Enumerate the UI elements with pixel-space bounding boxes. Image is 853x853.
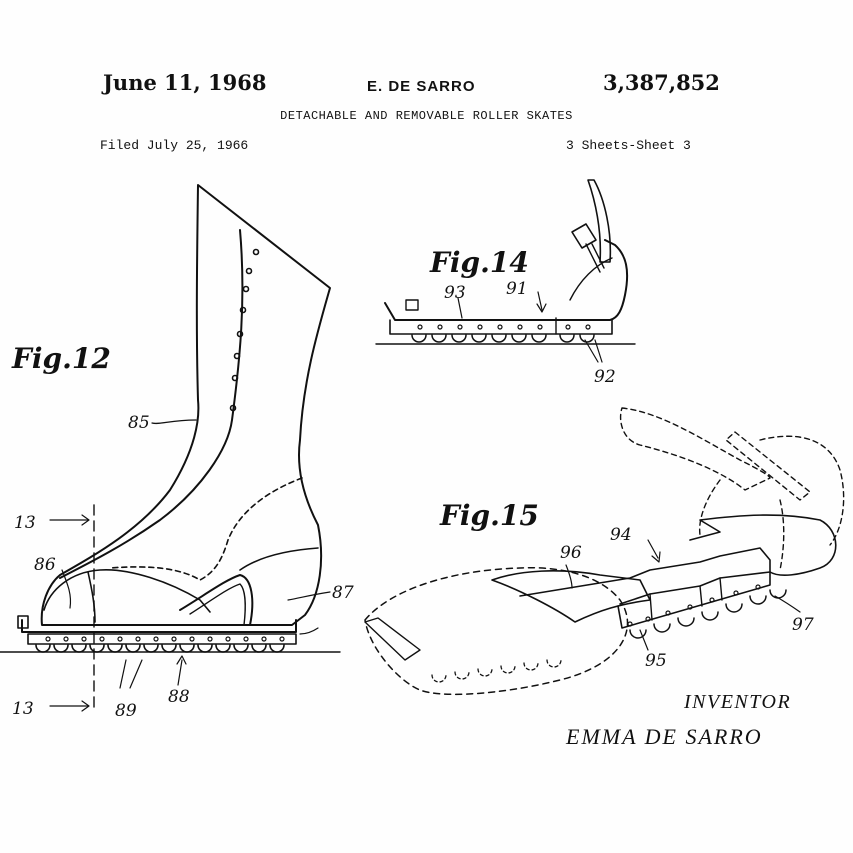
ref-96: 96 [560,543,582,563]
lace-eyelets [229,248,260,412]
patent-date: June 11, 1968 [103,70,267,95]
ref-13-top: 13 [14,513,36,533]
plate-rivets [45,636,285,642]
patent-number: 3,387,852 [603,70,720,95]
ref-85: 85 [128,413,150,433]
ref-86: 86 [34,555,56,575]
fig14-label: Fig.14 [429,246,529,279]
ref-88: 88 [168,687,190,707]
patent-title: DETACHABLE AND REMOVABLE ROLLER SKATES [280,109,573,123]
fig12-boot-drawing [0,184,341,713]
ref-97: 97 [792,615,814,635]
ref-13-bottom: 13 [12,699,34,719]
ref-94: 94 [610,525,632,545]
skate-wheels [35,644,285,653]
ref-95: 95 [645,651,667,671]
sheet-count: 3 Sheets-Sheet 3 [566,138,691,153]
inventor-header: E. DE SARRO [367,78,476,95]
ref-89: 89 [115,701,137,721]
fig15-label: Fig.15 [439,499,539,532]
inventor-signature: EMMA DE SARRO [565,724,763,749]
ref-91: 91 [506,279,528,299]
ref-93: 93 [444,283,466,303]
inventor-label: INVENTOR [683,691,791,713]
fig14-skate-drawing [375,179,636,363]
filed-date: Filed July 25, 1966 [100,138,249,153]
fig15-skate-drawing [364,407,845,696]
fig12-label: Fig.12 [11,342,111,375]
ref-87: 87 [332,583,354,603]
ref-92: 92 [594,367,616,387]
